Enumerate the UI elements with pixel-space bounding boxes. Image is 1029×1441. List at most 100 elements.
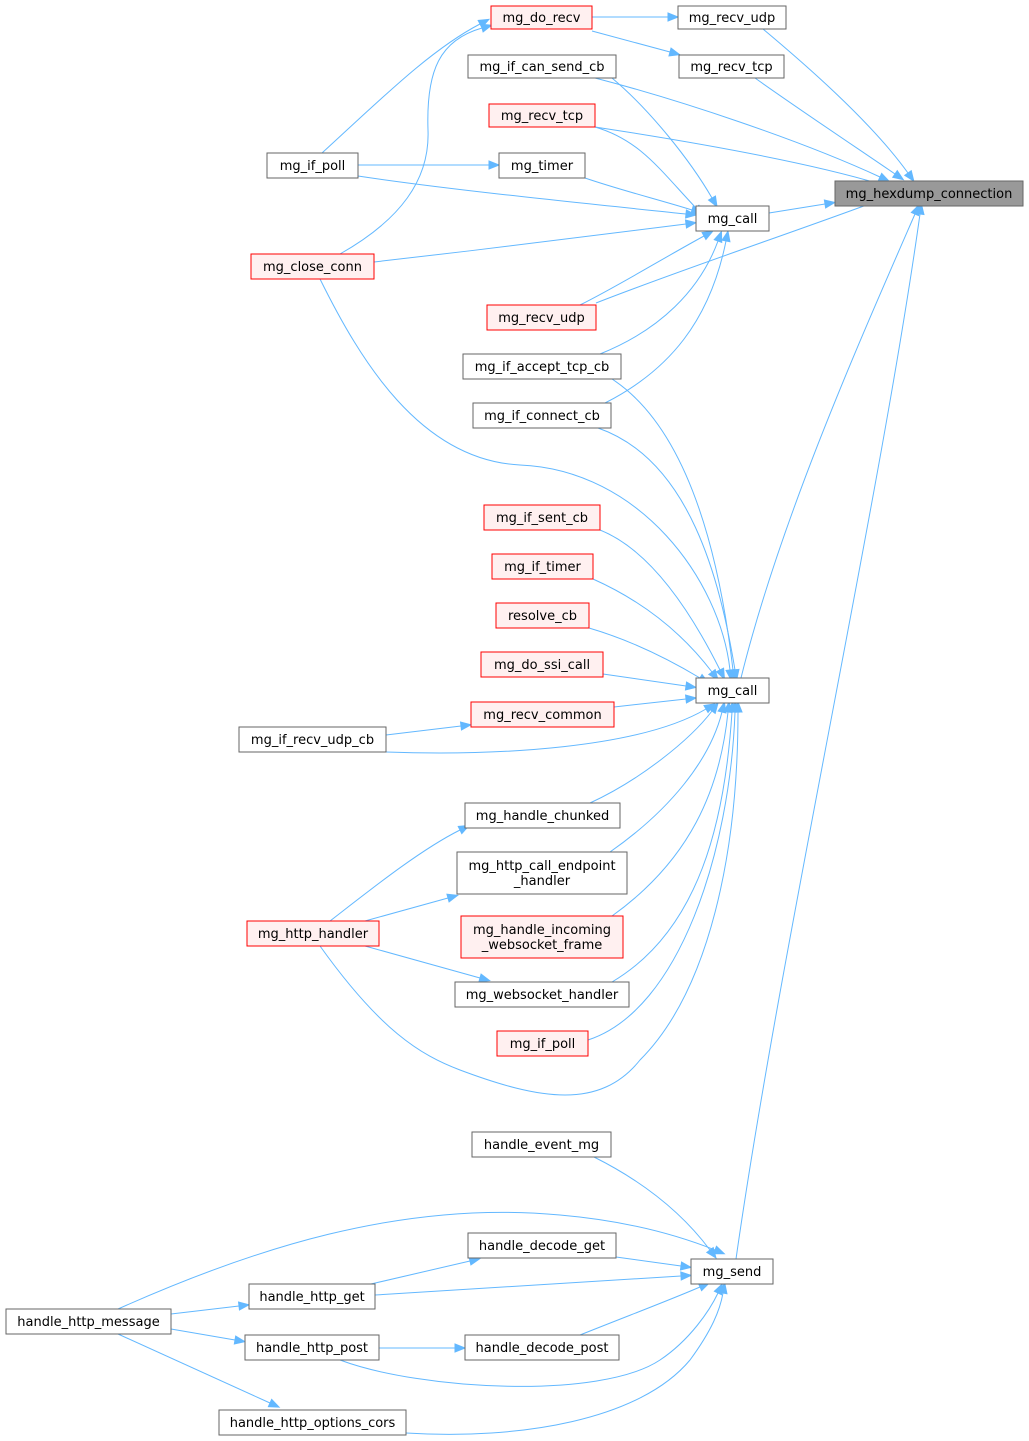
arrowhead-icon (707, 668, 719, 682)
node-box (467, 54, 617, 79)
edge-call_a-to-root (768, 199, 837, 214)
edge-line (117, 1333, 271, 1404)
edge-http_call_endpoint-to-call_b (609, 700, 727, 853)
edge-line (591, 30, 671, 53)
node-label: resolve_cb (508, 609, 577, 624)
node-label: handle_event_mg (484, 1138, 599, 1153)
node-handle-http-get[interactable]: handle_http_get (248, 1283, 376, 1310)
node-recv-udp-b[interactable]: mg_recv_udp (486, 304, 597, 331)
node-options-cors[interactable]: handle_http_options_cors (218, 1409, 407, 1436)
edge-line (597, 427, 736, 671)
node-close-conn[interactable]: mg_close_conn (250, 253, 375, 280)
edge-line (611, 711, 729, 917)
node-http-handler[interactable]: mg_http_handler (246, 920, 380, 947)
node-do-ssi-call[interactable]: mg_do_ssi_call (480, 651, 604, 678)
node-resolve-cb[interactable]: resolve_cb (495, 602, 590, 629)
node-label: mg_http_handler (258, 927, 369, 942)
node-handle-event-mg[interactable]: handle_event_mg (471, 1131, 612, 1158)
edge-line (364, 945, 481, 979)
node-box (490, 5, 593, 30)
edge-accept_tcp_cb-to-call_a (599, 230, 723, 355)
node-handle-http-post[interactable]: handle_http_post (244, 1334, 380, 1361)
node-recv-tcp-a[interactable]: mg_recv_tcp (678, 54, 785, 79)
edge-line (615, 1256, 682, 1267)
node-if-poll-a[interactable]: mg_if_poll (266, 152, 359, 179)
edge-line (595, 199, 881, 304)
edge-if_poll_a-to-do_recv (321, 18, 491, 154)
edge-line (319, 278, 731, 671)
arrowhead-icon (679, 1261, 693, 1271)
node-label: mg_handle_incoming (473, 923, 611, 938)
arrowhead-icon (668, 47, 681, 57)
node-websocket-handler[interactable]: mg_websocket_handler (454, 981, 630, 1008)
edge-line (740, 213, 916, 679)
node-call-a[interactable]: mg_call (695, 205, 770, 232)
node-if-poll-b[interactable]: mg_if_poll (496, 1030, 589, 1057)
node-box (454, 981, 630, 1008)
edge-handle_incoming_ws-to-call_b (611, 700, 733, 917)
node-box (695, 677, 770, 704)
arrowhead-icon (730, 668, 740, 682)
node-sent-cb[interactable]: mg_if_sent_cb (483, 504, 601, 531)
arrowhead-icon (237, 1301, 251, 1311)
edge-http_handler-to-http_call_endpoint (364, 893, 459, 922)
node-recv-udp-a[interactable]: mg_recv_udp (677, 5, 787, 30)
edge-close_conn-to-call_a (373, 219, 698, 263)
edge-line (385, 708, 707, 754)
edge-timer-to-call_a (584, 177, 703, 215)
node-handle-decode-post[interactable]: handle_decode_post (464, 1334, 620, 1361)
node-http-call-endpoint[interactable]: mg_http_call_endpoint_handler (456, 851, 628, 895)
node-if-timer[interactable]: mg_if_timer (491, 553, 594, 580)
node-handle-chunked[interactable]: mg_handle_chunked (464, 802, 621, 829)
arrowhead-icon (877, 172, 891, 182)
edge-http_handler-to-websocket_handler (364, 945, 491, 983)
node-box (491, 553, 594, 580)
edge-recv_tcp_a-to-root (754, 77, 905, 181)
node-do-recv[interactable]: mg_do_recv (490, 5, 593, 30)
node-connect-cb[interactable]: mg_if_connect_cb (472, 402, 612, 429)
node-mg-send[interactable]: mg_send (690, 1258, 774, 1285)
edge-if_can_send_cb-to-root (594, 77, 891, 182)
edge-recv_tcp_b-to-call_a (594, 126, 704, 217)
node-label: mg_if_timer (504, 560, 581, 575)
edge-line (319, 711, 739, 1096)
node-handle-http-message[interactable]: handle_http_message (5, 1308, 172, 1335)
node-recv-udp-cb[interactable]: mg_if_recv_udp_cb (238, 726, 387, 753)
node-label: mg_recv_udp (689, 11, 776, 26)
arrowhead-icon (478, 973, 491, 983)
arrowhead-icon (713, 230, 723, 244)
node-recv-tcp-b[interactable]: mg_recv_tcp (488, 103, 596, 128)
arrowhead-icon (707, 195, 718, 208)
edge-recv_udp_a-to-root (762, 28, 915, 183)
node-box (472, 402, 612, 429)
node-recv-common[interactable]: mg_recv_common (470, 701, 615, 728)
edge-line (579, 1286, 701, 1336)
node-label: mg_recv_tcp (690, 60, 772, 75)
edge-http_handler-to-handle_chunked (329, 824, 471, 922)
edge-line (594, 126, 697, 209)
node-root[interactable]: mg_hexdump_connection (834, 180, 1024, 207)
edge-line (329, 829, 461, 922)
node-timer[interactable]: mg_timer (498, 152, 586, 179)
edge-line (594, 126, 881, 185)
node-call-b[interactable]: mg_call (695, 677, 770, 704)
edge-line (117, 1211, 716, 1310)
node-handle-incoming-ws[interactable]: mg_handle_incoming_websocket_frame (460, 915, 624, 959)
edge-line (364, 897, 449, 922)
node-handle-decode-get[interactable]: handle_decode_get (467, 1232, 617, 1259)
node-if-can-send-cb[interactable]: mg_if_can_send_cb (467, 54, 617, 79)
node-box (5, 1308, 172, 1335)
node-box (834, 180, 1024, 207)
arrowhead-icon (684, 681, 698, 691)
node-label: mg_call (708, 684, 758, 699)
arrowhead-icon (707, 701, 719, 715)
node-accept-tcp-cb[interactable]: mg_if_accept_tcp_cb (462, 353, 622, 380)
node-label: mg_send (703, 1265, 762, 1280)
arrowhead-icon (667, 12, 680, 22)
edge-recv_udp_b-to-call_a (579, 230, 714, 306)
edge-line (754, 77, 896, 175)
edge-handle_http_message-to-handle_http_get (170, 1301, 251, 1315)
node-label: mg_call (708, 212, 758, 227)
arrowhead-icon (701, 230, 714, 241)
